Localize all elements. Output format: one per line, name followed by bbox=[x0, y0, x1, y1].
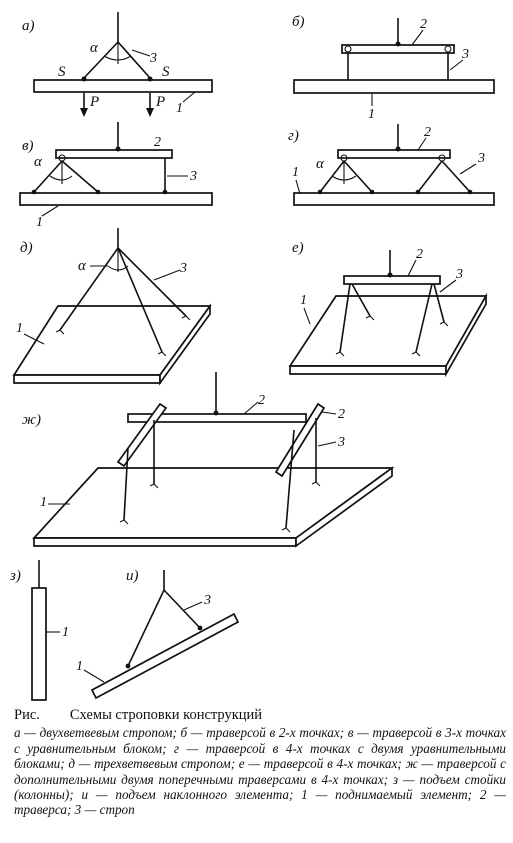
p-left: P bbox=[89, 94, 99, 110]
label-a: а) bbox=[22, 18, 35, 34]
num-2-g: 2 bbox=[424, 125, 431, 140]
scheme-z: з) 1 bbox=[9, 560, 69, 701]
traverse-v bbox=[55, 149, 173, 159]
alpha-a: α bbox=[90, 40, 99, 56]
num-2-v: 2 bbox=[154, 135, 161, 150]
traverse-g bbox=[337, 149, 451, 159]
num-3-e: 3 bbox=[455, 267, 463, 282]
num-3-i: 3 bbox=[203, 593, 211, 608]
alpha-d: α bbox=[78, 258, 87, 274]
alpha-g: α bbox=[316, 156, 325, 172]
caption-title-line: Рис. Схемы строповки конструкций bbox=[14, 707, 506, 723]
num-1-zh: 1 bbox=[40, 495, 47, 510]
traverse-e bbox=[343, 275, 441, 285]
num-3-b: 3 bbox=[461, 47, 469, 62]
alpha-v: α bbox=[34, 154, 43, 170]
caption-title: Схемы строповки конструкций bbox=[69, 707, 263, 723]
label-b: б) bbox=[292, 14, 305, 30]
caption-prefix: Рис. bbox=[14, 707, 40, 723]
rigging-schemes-figure: а) α 3 S S P P 1 б) 2 3 1 bbox=[9, 12, 495, 701]
scheme-e: е) 2 3 1 bbox=[288, 240, 488, 378]
s-left: S bbox=[58, 64, 66, 80]
scheme-b: б) 2 3 1 bbox=[292, 14, 495, 122]
label-d: д) bbox=[20, 240, 33, 256]
label-z: з) bbox=[9, 568, 21, 584]
figure-caption: Рис. Схемы строповки конструкций а — двух… bbox=[14, 707, 506, 818]
num-3-g: 3 bbox=[477, 151, 485, 166]
num-2-e: 2 bbox=[416, 247, 423, 262]
label-i: и) bbox=[126, 568, 139, 584]
caption-text: а — двухветвевым стропом; б — траверсой … bbox=[14, 725, 506, 818]
lifted-element-g bbox=[293, 192, 495, 206]
num-1-b: 1 bbox=[368, 107, 375, 122]
num-1-e: 1 bbox=[300, 293, 307, 308]
scheme-i: и) 3 1 bbox=[76, 568, 240, 700]
num-1-i: 1 bbox=[76, 659, 83, 674]
s-right: S bbox=[162, 64, 170, 80]
inclined-element-i bbox=[90, 612, 240, 700]
num-1-d: 1 bbox=[16, 321, 23, 336]
scheme-zh: ж) 2 2 3 1 bbox=[22, 372, 395, 548]
cross-traverse-right bbox=[274, 402, 326, 478]
label-g: г) bbox=[288, 128, 299, 144]
num-3-v: 3 bbox=[189, 169, 197, 184]
num-2-zh-side: 2 bbox=[338, 407, 345, 422]
lifted-element-v bbox=[19, 192, 213, 206]
scheme-v: в) α 2 3 1 bbox=[19, 122, 213, 230]
p-right: P bbox=[155, 94, 165, 110]
num-3-a: 3 bbox=[149, 51, 157, 66]
num-2-b: 2 bbox=[420, 17, 427, 32]
num-1-z: 1 bbox=[62, 625, 69, 640]
cross-traverse-left bbox=[116, 402, 168, 468]
num-3-d: 3 bbox=[179, 261, 187, 276]
scheme-a: а) α 3 S S P P 1 bbox=[22, 12, 213, 117]
scheme-g: г) α 2 3 1 bbox=[288, 124, 495, 206]
lifted-element-a bbox=[33, 79, 213, 93]
num-1-g: 1 bbox=[292, 165, 299, 180]
label-e: е) bbox=[292, 240, 304, 256]
label-zh: ж) bbox=[22, 412, 41, 428]
lifted-element-b bbox=[293, 79, 495, 94]
scheme-d: д) α 3 1 bbox=[12, 228, 212, 386]
num-3-zh: 3 bbox=[337, 435, 345, 450]
column-z bbox=[31, 587, 47, 701]
label-v: в) bbox=[22, 138, 34, 154]
num-1-v: 1 bbox=[36, 215, 43, 230]
num-1-a: 1 bbox=[176, 101, 183, 116]
num-2-zh-top: 2 bbox=[258, 393, 265, 408]
